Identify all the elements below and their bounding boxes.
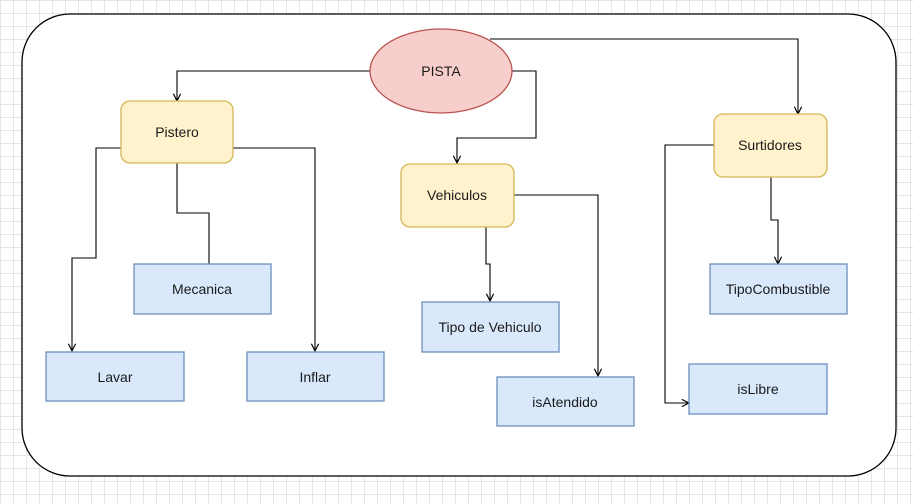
edge-vehiculos-atendido[interactable]	[514, 194, 598, 376]
node-pista[interactable]: PISTA	[369, 28, 513, 114]
node-is-libre-label: isLibre	[737, 381, 778, 397]
node-is-atendido-shape	[496, 376, 635, 427]
node-inflar-label: Inflar	[299, 369, 330, 385]
node-is-atendido-label: isAtendido	[532, 394, 598, 410]
node-surtidores-label: Surtidores	[738, 137, 802, 153]
node-mecanica[interactable]: Mecanica	[133, 263, 272, 315]
edge-pista-vehiculos[interactable]	[457, 70, 537, 163]
node-mecanica-label: Mecanica	[172, 281, 232, 297]
edge-surtidores-combustible[interactable]	[770, 177, 778, 264]
node-mecanica-shape	[133, 263, 272, 315]
node-surtidores[interactable]: Surtidores	[713, 113, 828, 178]
node-inflar[interactable]: Inflar	[246, 351, 385, 402]
node-tipo-combustible[interactable]: TipoCombustible	[709, 263, 848, 315]
node-is-libre[interactable]: isLibre	[688, 363, 828, 415]
node-vehiculos-shape	[400, 163, 515, 228]
outer-container[interactable]	[21, 13, 897, 477]
node-inflar-shape	[246, 351, 385, 402]
edge-surtidores-libre[interactable]	[664, 144, 714, 403]
node-lavar-label: Lavar	[97, 369, 132, 385]
edge-pista-pistero[interactable]	[177, 70, 371, 101]
edge-pistero-mecanica[interactable]	[176, 163, 210, 264]
node-pistero-shape	[120, 100, 234, 164]
node-tipo-combustible-label: TipoCombustible	[726, 281, 831, 297]
edge-pista-surtidores[interactable]	[490, 38, 798, 114]
edge-pistero-inflar[interactable]	[233, 147, 315, 351]
node-vehiculos-label: Vehiculos	[427, 187, 487, 203]
node-pista-shape	[369, 28, 513, 114]
node-tipo-vehiculo-label: Tipo de Vehiculo	[439, 319, 542, 335]
edge-pistero-lavar[interactable]	[72, 147, 121, 351]
node-is-atendido[interactable]: isAtendido	[496, 376, 635, 427]
edge-vehiculos-tipo[interactable]	[485, 227, 490, 301]
node-tipo-vehiculo-shape	[421, 301, 560, 353]
node-pista-label: PISTA	[421, 63, 461, 79]
node-tipo-combustible-shape	[709, 263, 848, 315]
edges	[72, 38, 798, 403]
node-surtidores-shape	[713, 113, 828, 178]
node-pistero[interactable]: Pistero	[120, 100, 234, 164]
node-lavar[interactable]: Lavar	[45, 351, 185, 402]
node-pistero-label: Pistero	[155, 124, 199, 140]
node-tipo-vehiculo[interactable]: Tipo de Vehiculo	[421, 301, 560, 353]
node-vehiculos[interactable]: Vehiculos	[400, 163, 515, 228]
node-is-libre-shape	[688, 363, 828, 415]
node-lavar-shape	[45, 351, 185, 402]
